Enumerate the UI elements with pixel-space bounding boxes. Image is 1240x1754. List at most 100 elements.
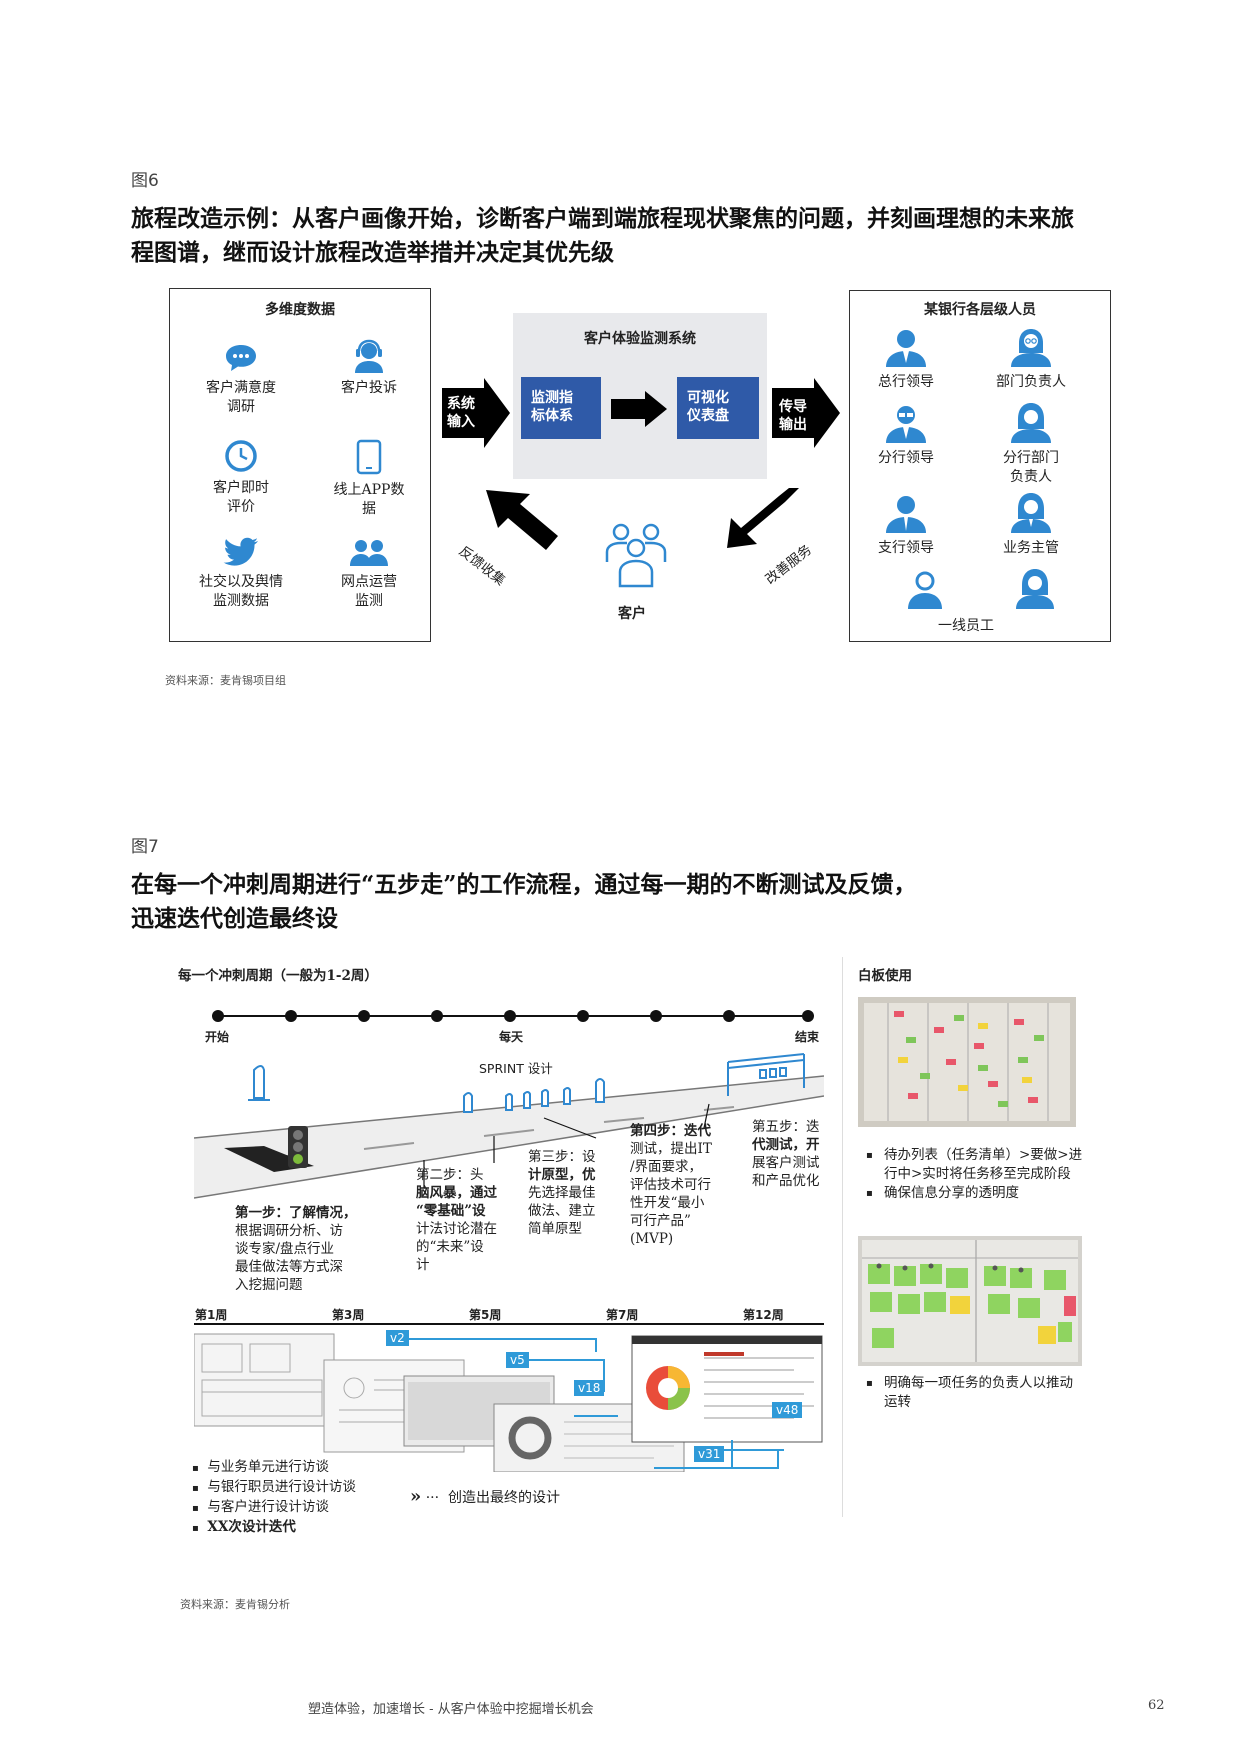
- step-3-line: 第三步：设: [528, 1149, 596, 1165]
- smartphone-icon: [356, 439, 382, 475]
- staff-head-office-leader: 总行领导: [846, 329, 966, 392]
- staff-label: 负责人: [1010, 469, 1052, 485]
- dashboard-label: 可视化: [687, 390, 729, 406]
- twitter-bird-icon: [223, 537, 258, 566]
- step-5-line: 和产品优化: [752, 1173, 820, 1189]
- data-item-label: 客户投诉: [341, 380, 397, 396]
- step-2-line: 计法讨论潜在: [416, 1221, 497, 1237]
- frontline-staff-label: 一线员工: [938, 618, 994, 634]
- female-icon: [1011, 403, 1051, 443]
- page-number: 62: [1148, 1698, 1165, 1713]
- bank-staff-box: 某银行各层级人员 总行领导 部门负责人 分行领导: [849, 290, 1111, 642]
- ellipsis-icon: ···: [425, 1490, 440, 1506]
- data-item-label: 客户满意度: [206, 380, 276, 396]
- bank-staff-title: 某银行各层级人员: [924, 302, 1036, 318]
- staff-label: 部门负责人: [996, 374, 1066, 390]
- figure-6-label: 图6: [131, 171, 159, 191]
- step-4-line: /界面要求，: [630, 1159, 703, 1175]
- interview-item: ▪ 与客户进行设计访谈: [192, 1499, 329, 1515]
- step-2-line: 第二步：头: [416, 1167, 484, 1183]
- footer-title: 塑造体验，加速增长 - 从客户体验中挖掘增长机会: [308, 1702, 594, 1717]
- whiteboard-heading: 白板使用: [858, 968, 912, 984]
- male-tie-icon: [886, 496, 926, 533]
- data-item-label: 调研: [227, 399, 255, 415]
- output-arrow-icon: [772, 378, 840, 448]
- chat-bubble-icon: [226, 345, 256, 371]
- step-4-line: (MVP): [630, 1231, 674, 1247]
- data-item-instant-review: 客户即时 评价: [181, 439, 301, 517]
- figure-6-title: 旅程改造示例：从客户画像开始，诊断客户端到端旅程现状聚焦的问题，并刻画理想的未来…: [131, 202, 1131, 270]
- interview-item: ▪ 与银行职员进行设计访谈: [192, 1479, 356, 1495]
- monitoring-system-panel: 客户体验监测系统 监测指 标体系 可视化 仪表盘: [513, 313, 767, 479]
- step-4-line: 评估技术可行: [630, 1177, 711, 1193]
- staff-label: 业务主管: [1003, 540, 1059, 556]
- output-label-line: 输出: [779, 417, 807, 433]
- figure-6-title-line1: 旅程改造示例：从客户画像开始，诊断客户端到端旅程现状聚焦的问题，并刻画理想的未来…: [131, 205, 1074, 232]
- step-2-text: 第二步：头 脑风暴，通过 “零基础”设 计法讨论潜在 的“未来”设 计: [416, 1166, 516, 1274]
- output-label: 传导 输出: [779, 398, 807, 434]
- data-item-label: 客户即时: [213, 480, 269, 496]
- improve-service-arrow-icon: [727, 488, 799, 548]
- staff-label: 分行部门: [1003, 450, 1059, 466]
- version-tag: v48: [772, 1402, 803, 1418]
- data-item-satisfaction: 客户满意度 调研: [181, 343, 301, 417]
- timeline-end-label: 结束: [795, 1030, 820, 1044]
- step-1-text: 第一步：了解情况， 根据调研分析、访 谈专家/盘点行业 最佳做法等方式深 入挖掘…: [235, 1204, 385, 1294]
- week-label: 第3周: [332, 1308, 365, 1322]
- week-label: 第1周: [195, 1308, 228, 1322]
- version-tag: v31: [694, 1446, 725, 1462]
- sprint-road-illustration: [194, 1053, 824, 1199]
- weeks-divider: [194, 1323, 824, 1325]
- step-2-line: 计: [416, 1257, 430, 1273]
- interview-item-text: 与业务单元进行访谈: [207, 1459, 329, 1475]
- week-label: 第12周: [743, 1308, 784, 1322]
- step-3-line: 做法、建立: [528, 1203, 596, 1219]
- timeline-start-label: 开始: [205, 1030, 230, 1044]
- whiteboard-bullet-text: 确保信息分享的透明度: [884, 1185, 1019, 1201]
- staff-department-head: 部门负责人: [971, 329, 1091, 392]
- output-label-line: 传导: [779, 399, 807, 415]
- figure-6-title-line2: 程图谱，继而设计旅程改造举措并决定其优先级: [131, 239, 614, 266]
- interview-item-text: 与客户进行设计访谈: [207, 1499, 329, 1515]
- step-4-line: 测试，提出IT: [630, 1141, 712, 1157]
- version-tag: v18: [574, 1380, 605, 1396]
- step-3-line: 先选择最佳: [528, 1185, 596, 1201]
- dashboard-label: 仪表盘: [687, 408, 729, 424]
- clock-icon: [225, 440, 257, 472]
- data-item-social: 社交以及舆情 监测数据: [181, 537, 301, 611]
- version-tag: v2: [386, 1330, 409, 1346]
- step-4-line: 性开发“最小: [630, 1195, 705, 1211]
- whiteboard-bullet-text: 待办列表（任务清单）>要做>进行中>实时将任务移至完成阶段: [884, 1147, 1083, 1182]
- data-item-complaint: 客户投诉: [309, 339, 429, 398]
- data-item-label: 监测数据: [213, 593, 269, 609]
- data-item-app: 线上APP数 据: [309, 439, 429, 519]
- week-label: 第7周: [606, 1308, 639, 1322]
- step-1-line: 谈专家/盘点行业: [235, 1241, 335, 1257]
- sprint-cycle-heading: 每一个冲刺周期（一般为1-2周）: [178, 968, 378, 984]
- step-3-text: 第三步：设 计原型，优 先选择最佳 做法、建立 简单原型: [528, 1148, 618, 1238]
- users-group-icon: [350, 540, 388, 566]
- step-1-line: 最佳做法等方式深: [235, 1259, 343, 1275]
- week-label: 第5周: [469, 1308, 502, 1322]
- step-3-line: 计原型，优: [528, 1167, 596, 1183]
- figure-7-title-line2: 迅速迭代创造最终设: [131, 905, 338, 932]
- staff-label: 支行领导: [878, 540, 934, 556]
- whiteboard-bullet: ▪明确每一项任务的负责人以推动运转: [866, 1374, 1086, 1412]
- step-1-line: 入挖掘问题: [235, 1277, 303, 1293]
- step-5-line: 代测试，开: [752, 1137, 820, 1153]
- whiteboard-bullets-2: ▪明确每一项任务的负责人以推动运转: [866, 1374, 1086, 1412]
- male-glasses-icon: [886, 406, 926, 443]
- step-5-text: 第五步：迭 代测试，开 展客户测试 和产品优化: [752, 1118, 842, 1190]
- data-item-branch: 网点运营 监测: [309, 537, 429, 611]
- final-design-text: 创造出最终的设计: [447, 1490, 560, 1506]
- step-1-heading: 第一步：了解情况，: [235, 1205, 357, 1221]
- dashboard-box: 可视化 仪表盘: [677, 377, 759, 439]
- customers-icon: [605, 523, 667, 588]
- female-employee-icon: [1016, 569, 1054, 609]
- step-3-line: 简单原型: [528, 1221, 582, 1237]
- step-2-line: “零基础”设: [416, 1203, 486, 1219]
- male-employee-icon: [908, 571, 942, 609]
- feedback-arrow-icon: [486, 490, 558, 550]
- multi-dimension-data-box: 多维度数据 客户满意度 调研 客户投诉 客户即时 评价 线上APP数 据: [169, 288, 431, 642]
- step-2-line: 的“未来”设: [416, 1239, 484, 1255]
